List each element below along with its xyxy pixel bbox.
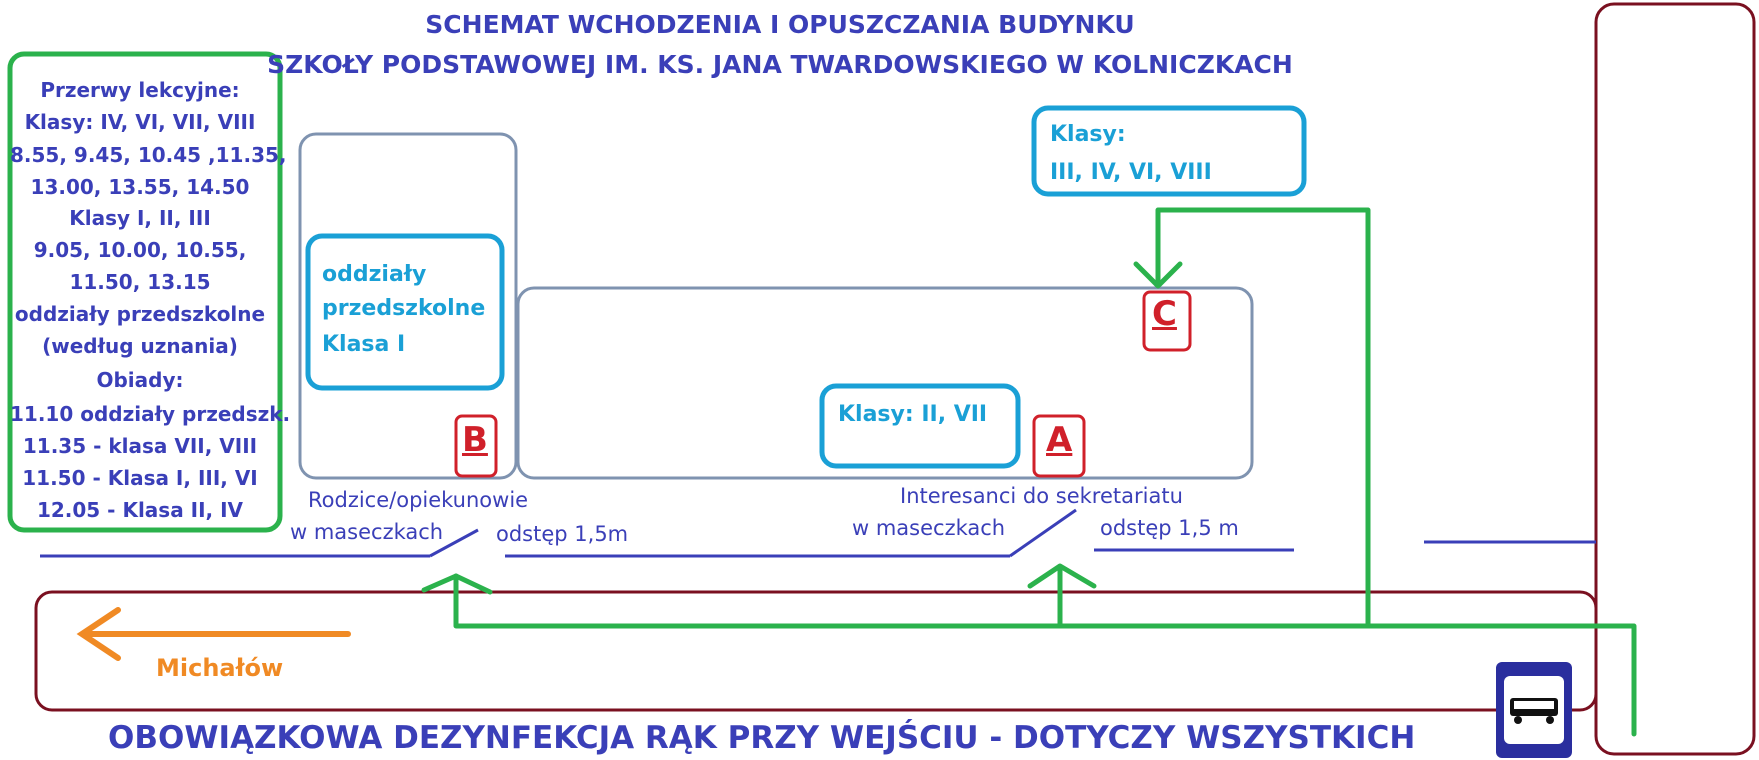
page-title-line-1: SCHEMAT WCHODZENIA I OPUSZCZANIA BUDYNKU [425, 10, 1135, 39]
bus-stop-sign-icon [1496, 662, 1572, 758]
page-title-line-2: SZKOŁY PODSTAWOWEJ IM. KS. JANA TWARDOWS… [267, 50, 1293, 79]
schedule-line: Klasy I, II, III [69, 206, 211, 230]
direction-arrow-icon [76, 607, 351, 661]
entrance-b-box [454, 414, 498, 478]
entrance-c-label: C [1152, 294, 1177, 334]
schedule-line: Obiady: [96, 368, 184, 392]
schedule-line: 11.50 - Klasa I, III, VI [22, 466, 258, 490]
schedule-line: Przerwy lekcyjne: [40, 78, 240, 102]
schedule-line: (według uznania) [42, 334, 238, 358]
schedule-line: 9.05, 10.00, 10.55, [33, 238, 247, 262]
sidewalk-lines [40, 508, 1596, 558]
entrance-b-label: B [462, 420, 488, 460]
schedule-line: 11.50, 13.15 [69, 270, 211, 294]
road-vertical [1594, 2, 1756, 756]
zone-preschool-line-3: Klasa I [322, 332, 406, 357]
schedule-box [7, 51, 283, 533]
visitors-label-line-2: w maseczkach [852, 516, 1006, 540]
zone-preschool-box [305, 233, 505, 391]
footer-notice: OBOWIĄZKOWA DEZYNFEKCJA RĄK PRZY WEJŚCIU… [108, 720, 1416, 756]
zone-preschool-line-1: oddziały [322, 262, 427, 287]
direction-label: Michałów [156, 654, 284, 682]
building-left-wing [298, 132, 518, 480]
zone-top-box [1031, 105, 1307, 197]
distance-label-2: odstęp 1,5 m [1100, 516, 1239, 540]
road-horizontal [34, 590, 1598, 712]
parents-label-line-1: Rodzice/opiekunowie [308, 488, 529, 512]
walking-paths [421, 207, 1637, 737]
entrance-a-box [1032, 414, 1086, 478]
distance-label-1: odstęp 1,5m [496, 522, 629, 546]
zone-top-line-2: III, IV, VI, VIII [1050, 160, 1212, 185]
schedule-line: 12.05 - Klasa II, IV [36, 498, 244, 522]
entrance-c-box [1142, 290, 1192, 352]
parents-label-line-2: w maseczkach [290, 520, 444, 544]
schedule-line: Klasy: IV, VI, VII, VIII [24, 110, 256, 134]
zone-preschool-line-2: przedszkolne [322, 296, 486, 321]
zone-middle-box [819, 383, 1021, 469]
schedule-line: 11.35 - klasa VII, VIII [22, 434, 258, 458]
visitors-label-line-1: Interesanci do sekretariatu [900, 484, 1183, 508]
zone-middle-label: Klasy: II, VII [838, 402, 988, 427]
schedule-line: oddziały przedszkolne [14, 302, 266, 326]
schedule-line: 11.10 oddziały przedszk. [10, 402, 291, 426]
zone-top-line-1: Klasy: [1050, 122, 1126, 147]
building-main-wing [516, 286, 1254, 480]
schedule-line: 8.55, 9.45, 10.45 ,11.35, [10, 143, 287, 167]
schedule-line: 13.00, 13.55, 14.50 [30, 175, 250, 199]
entrance-a-label: A [1046, 420, 1073, 460]
